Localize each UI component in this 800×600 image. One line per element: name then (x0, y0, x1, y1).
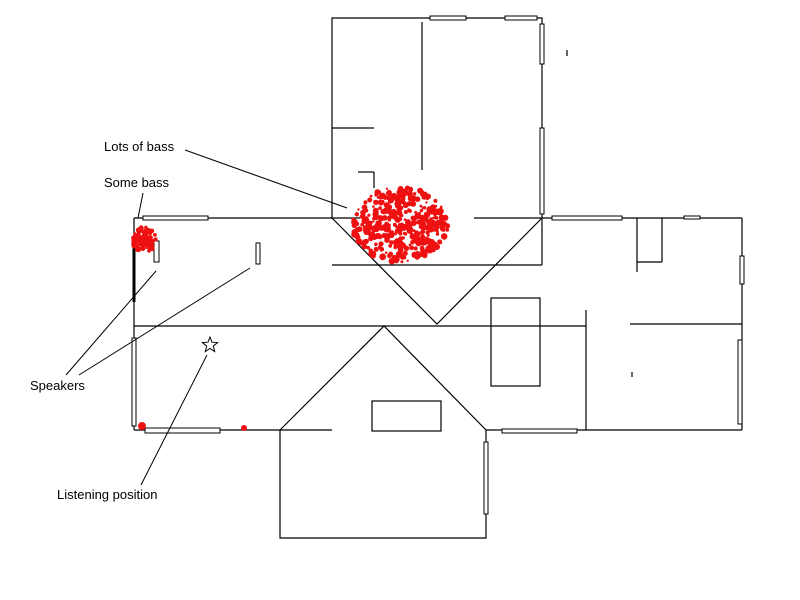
speaker-left (153, 240, 160, 263)
callout-lines (65, 149, 348, 486)
lots-of-bass-label: Lots of bass (104, 139, 175, 154)
star-icon (201, 335, 219, 353)
some-bass-label: Some bass (104, 175, 170, 190)
bass-dot-floor (241, 425, 247, 431)
speakers-label: Speakers (30, 378, 85, 393)
speaker-right (255, 242, 261, 265)
bass-dot-corner (138, 422, 146, 430)
walls (133, 17, 743, 539)
listening-position-label: Listening position (57, 487, 157, 502)
bass-area-small (131, 225, 158, 253)
bass-area-large (351, 185, 451, 265)
windows (131, 15, 745, 515)
